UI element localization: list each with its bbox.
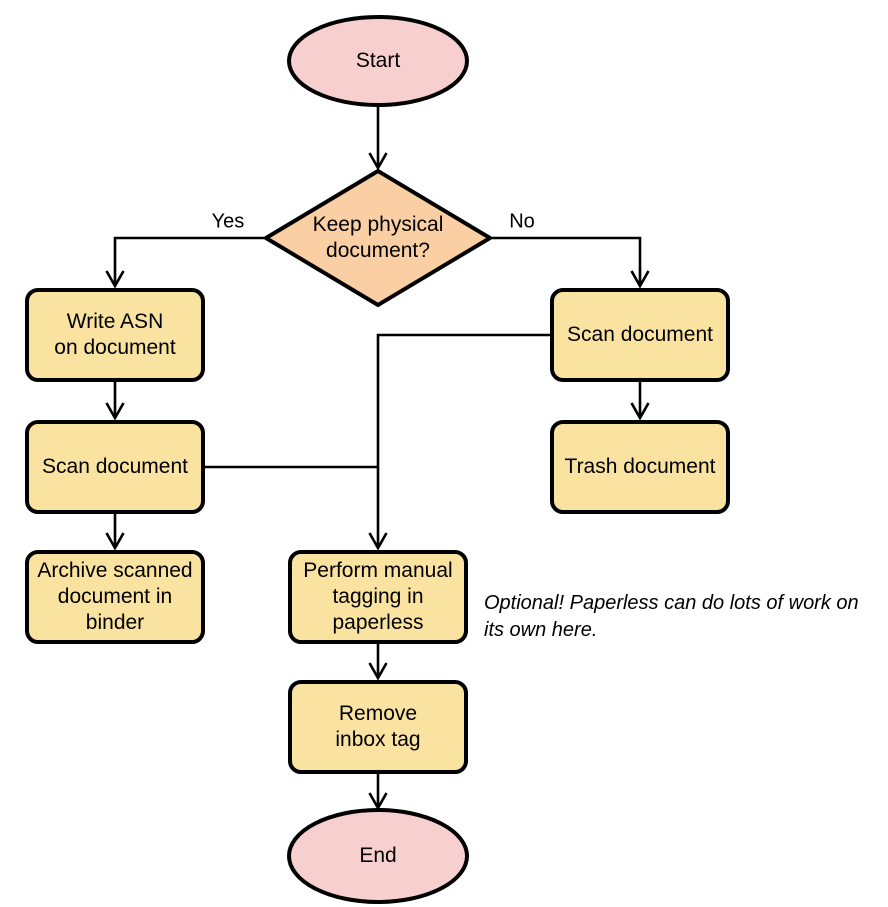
edge-scan-left-to-archive (105, 512, 125, 551)
edge-write-asn-to-scan-left (105, 380, 125, 421)
edge-remove-inbox-to-end (368, 772, 388, 811)
node-remove-inbox-tag[interactable]: Remove inbox tag (288, 680, 468, 774)
node-shape-ellipse[interactable] (287, 808, 469, 904)
arrowhead-icon (630, 270, 650, 289)
node-label-line: Scan document (42, 455, 188, 478)
node-write-asn[interactable]: Write ASN on document (25, 288, 205, 382)
node-shape-rect[interactable] (25, 420, 205, 514)
annotations-layer: Optional! Paperless can do lots of work … (484, 592, 859, 641)
node-label-line: inbox tag (335, 728, 420, 751)
node-end[interactable]: End (287, 808, 469, 904)
edge-label-decision-no-to-scan-right: No (509, 210, 535, 232)
node-label-manual-tagging: Perform manual tagging in paperless (303, 559, 452, 634)
node-label-line: Archive scanned (37, 559, 192, 582)
node-shape-rect[interactable] (288, 680, 468, 774)
node-label-line: Write ASN (67, 310, 163, 333)
arrowhead-icon (630, 402, 650, 421)
edge-path (376, 333, 552, 548)
node-label-line: Remove (339, 702, 417, 725)
edge-start-to-decision (368, 105, 388, 171)
edge-manual-tagging-to-remove-inbox (368, 642, 388, 681)
node-label-line: document in (58, 585, 172, 608)
node-label-archive-scanned: Archive scanned document in binder (37, 559, 192, 634)
arrowhead-icon (368, 662, 388, 681)
node-label-write-asn: Write ASN on document (54, 310, 176, 359)
node-shape-rect[interactable] (25, 550, 205, 644)
edge-scan-right-to-manual-tagging (368, 333, 552, 551)
node-label-line: Keep physical (313, 213, 444, 236)
node-shape-rect[interactable] (550, 420, 730, 514)
arrowhead-icon (105, 402, 125, 421)
node-label-start: Start (356, 49, 401, 72)
node-label-end: End (359, 844, 396, 867)
node-scan-document-left[interactable]: Scan document (25, 420, 205, 514)
arrowhead-icon (368, 532, 388, 551)
node-label-line: document? (326, 239, 430, 262)
edge-path (490, 236, 642, 286)
node-trash-document[interactable]: Trash document (550, 420, 730, 514)
node-archive-scanned[interactable]: Archive scanned document in binder (25, 550, 205, 644)
node-label-scan-document-right: Scan document (567, 323, 713, 346)
node-label-line: binder (86, 611, 144, 634)
node-manual-tagging[interactable]: Perform manual tagging in paperless (288, 550, 468, 644)
node-scan-document-right[interactable]: Scan document (550, 288, 730, 382)
node-label-keep-physical: Keep physical document? (313, 213, 444, 262)
arrowhead-icon (105, 532, 125, 551)
node-shape-ellipse[interactable] (287, 15, 469, 107)
edge-scan-right-to-trash (630, 380, 650, 421)
node-label-line: Start (356, 49, 401, 72)
node-label-line: paperless (332, 611, 423, 634)
annotation-line: its own here. (484, 619, 597, 641)
edge-label-decision-yes-to-write-asn: Yes (212, 210, 245, 232)
arrowhead-icon (105, 270, 125, 289)
annotation-line: Optional! Paperless can do lots of work … (484, 592, 859, 614)
node-shape-rect[interactable] (550, 288, 730, 382)
node-label-trash-document: Trash document (565, 455, 716, 478)
node-start[interactable]: Start (287, 15, 469, 107)
annotation-optional-note: Optional! Paperless can do lots of work … (484, 592, 859, 641)
edge-decision-no-to-scan-right: No (490, 210, 650, 289)
edge-decision-yes-to-write-asn: Yes (105, 210, 266, 289)
node-label-line: Perform manual (303, 559, 452, 582)
node-label-scan-document-left: Scan document (42, 455, 188, 478)
node-label-line: tagging in (332, 585, 423, 608)
node-shape-rect[interactable] (25, 288, 205, 382)
node-label-line: on document (54, 336, 176, 359)
node-shape-diamond[interactable] (264, 169, 492, 307)
node-label-line: End (359, 844, 396, 867)
node-label-line: Scan document (567, 323, 713, 346)
node-shape-rect[interactable] (288, 550, 468, 644)
node-label-line: Trash document (565, 455, 716, 478)
edges-layer: Yes No (105, 105, 650, 811)
node-label-remove-inbox-tag: Remove inbox tag (335, 702, 420, 751)
edge-path (113, 236, 266, 286)
arrowhead-icon (368, 152, 388, 171)
node-keep-physical[interactable]: Keep physical document? (264, 169, 492, 307)
